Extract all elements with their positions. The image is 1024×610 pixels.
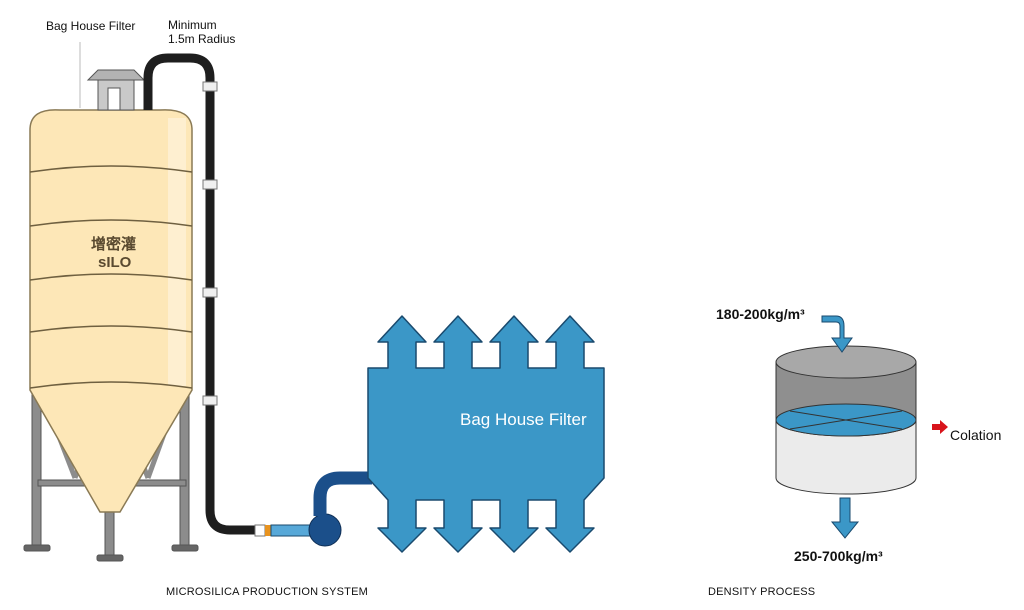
caption-density-process: DENSITY PROCESS [708,586,816,598]
pipe-clamps [202,81,218,406]
density-tank [775,345,917,495]
conveying-pipe [143,53,262,535]
label-silo-chinese: 增密灌 [91,236,137,253]
label-bag-house-filter-main: Bag House Filter [460,410,587,429]
label-minimum: Minimum [168,18,217,32]
pipe-blue-section [270,524,314,537]
label-density-in: 180-200kg/m³ [716,306,805,322]
label-density-out: 250-700kg/m³ [794,548,883,564]
inlet-duct [313,471,372,516]
pipe-orange-joint [265,525,271,536]
silo-body [29,109,193,513]
label-radius: 1.5m Radius [168,32,236,46]
bag-house-filter [367,315,605,553]
label-colation: Colation [950,427,1002,443]
caption-microsilica-production-system: MICROSILICA PRODUCTION SYSTEM [166,586,368,598]
blower [308,513,342,547]
pipe-coupling [254,524,266,537]
density-out-arrow [830,497,860,539]
silo-bands [29,165,193,389]
label-bag-house-filter-top: Bag House Filter [46,19,136,33]
label-silo: sILO [98,254,132,271]
density-in-arrow [821,315,853,353]
silo-highlight [168,118,186,386]
silo-top-filter [79,42,146,111]
colation-arrow [932,420,948,434]
